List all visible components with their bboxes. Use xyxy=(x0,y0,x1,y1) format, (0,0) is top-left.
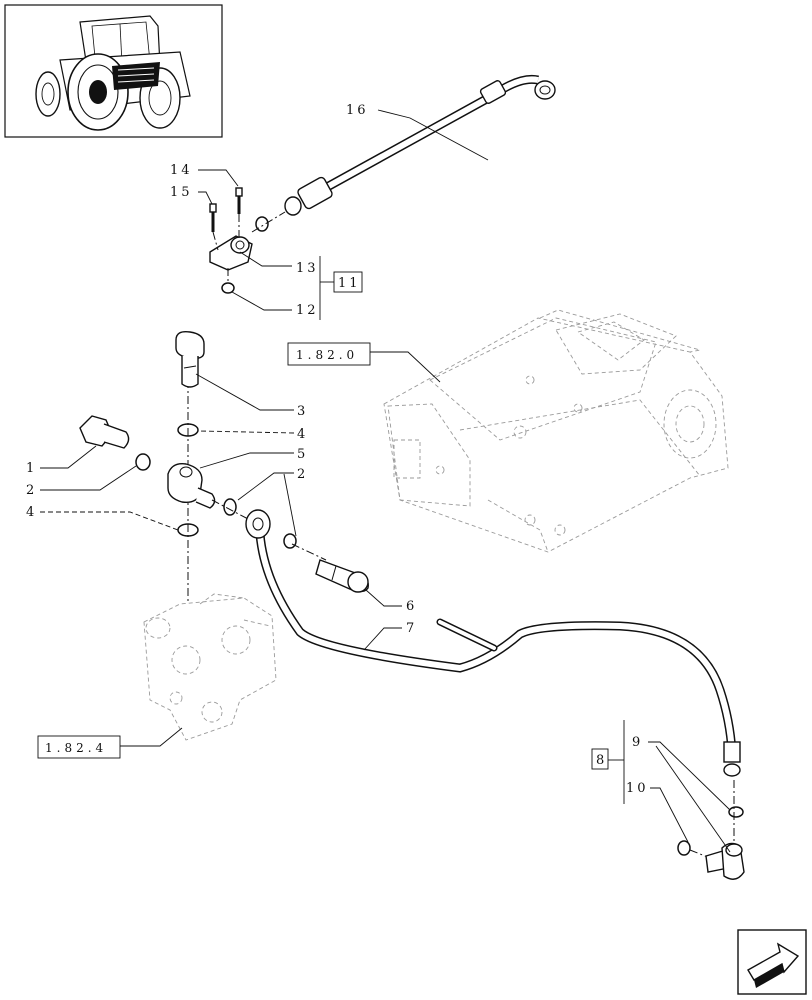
svg-text:2: 2 xyxy=(297,467,308,482)
tractor-thumbnail-icon[interactable] xyxy=(4,4,223,138)
callout-11[interactable]: 11 xyxy=(319,256,363,320)
svg-text:13: 13 xyxy=(296,261,319,276)
svg-text:10: 10 xyxy=(626,781,649,796)
svg-text:16: 16 xyxy=(346,103,369,118)
o-ring-part-10 xyxy=(677,840,691,856)
svg-text:1.82.4: 1.82.4 xyxy=(45,741,107,755)
o-ring-part-4-bottom xyxy=(177,523,199,537)
callout-7-label[interactable]: 7 xyxy=(363,621,417,651)
flange-part-11 xyxy=(209,235,253,271)
o-ring-part-13-top xyxy=(255,216,269,232)
svg-text:9: 9 xyxy=(632,735,643,750)
svg-text:5: 5 xyxy=(297,447,308,462)
lower-pipe-part-7 xyxy=(245,509,741,777)
callout-14[interactable]: 14 xyxy=(170,163,239,187)
o-ring-part-12 xyxy=(221,282,235,294)
callout-16[interactable]: 16 xyxy=(346,103,489,161)
o-ring-part-4-top xyxy=(177,423,199,437)
callout-13[interactable]: 13 xyxy=(239,251,319,276)
washer-part-2-right xyxy=(223,498,237,516)
svg-text:7: 7 xyxy=(406,621,417,636)
callout-3[interactable]: 3 xyxy=(195,373,308,419)
control-valve-ghost xyxy=(143,593,277,741)
callout-4-top[interactable]: 4 xyxy=(199,427,308,442)
callout-2-left[interactable]: 2 xyxy=(26,465,137,498)
svg-text:12: 12 xyxy=(296,303,319,318)
callout-5[interactable]: 5 xyxy=(199,447,308,469)
reference-1-82-4[interactable]: 1.82.4 xyxy=(37,727,183,759)
svg-text:6: 6 xyxy=(406,599,417,614)
svg-text:15: 15 xyxy=(170,185,193,200)
banjo-bolt-part-6 xyxy=(315,559,369,593)
screw-part-15 xyxy=(209,203,217,232)
callout-15[interactable]: 15 xyxy=(170,185,213,205)
svg-text:4: 4 xyxy=(297,427,308,442)
callout-9[interactable]: 9 xyxy=(632,735,731,853)
callout-6[interactable]: 6 xyxy=(365,589,417,614)
svg-text:2: 2 xyxy=(26,483,37,498)
reference-1-82-0[interactable]: 1.82.0 xyxy=(287,342,441,383)
washer-part-2-lower xyxy=(283,533,297,549)
upper-pipe-part-16 xyxy=(284,74,556,216)
svg-text:8: 8 xyxy=(596,753,607,768)
callout-1[interactable]: 1 xyxy=(26,445,97,476)
svg-text:11: 11 xyxy=(338,276,361,291)
callout-2-right[interactable]: 2 xyxy=(237,467,308,537)
svg-text:1.82.0: 1.82.0 xyxy=(296,348,358,362)
rear-housing-ghost xyxy=(383,309,729,553)
callout-12[interactable]: 12 xyxy=(231,291,319,318)
svg-text:14: 14 xyxy=(170,163,193,178)
elbow-fitting-part-8 xyxy=(705,842,745,880)
banjo-bolt-part-3 xyxy=(175,330,205,388)
svg-text:1: 1 xyxy=(26,461,37,476)
screw-part-14 xyxy=(235,187,243,214)
o-ring-part-9 xyxy=(728,806,744,818)
callout-8[interactable]: 8 xyxy=(591,720,625,804)
svg-text:3: 3 xyxy=(297,404,308,419)
callout-4-bottom[interactable]: 4 xyxy=(26,505,179,531)
next-page-arrow-icon[interactable] xyxy=(737,929,807,995)
svg-text:4: 4 xyxy=(26,505,37,520)
washer-part-2-left xyxy=(135,453,151,471)
callout-10[interactable]: 10 xyxy=(626,781,689,843)
bolt-part-1 xyxy=(79,415,130,449)
tee-union-part-5 xyxy=(167,463,216,509)
